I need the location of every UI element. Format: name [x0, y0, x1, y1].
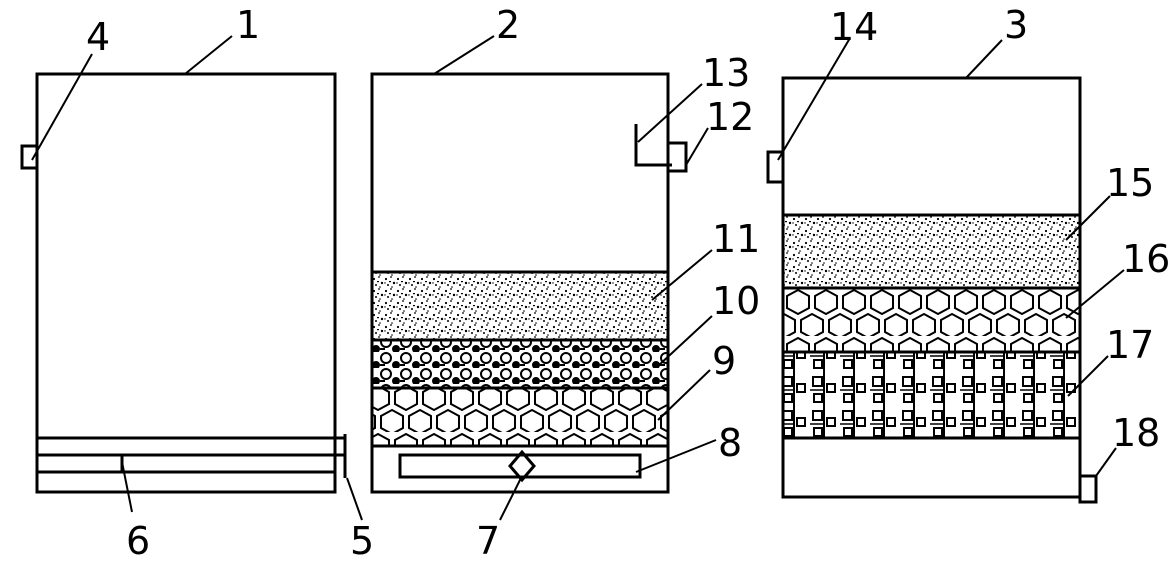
tank-2-overflow-pipe — [634, 124, 672, 167]
label-16: 16 — [1122, 237, 1170, 281]
label-4: 4 — [86, 15, 110, 59]
label-1: 1 — [236, 3, 260, 47]
leader-1 — [184, 35, 233, 75]
tank-2 — [370, 72, 688, 494]
tank-1 — [20, 72, 347, 494]
tank-3-gravel-layer — [783, 215, 1080, 288]
leader-16 — [1065, 269, 1125, 319]
label-9: 9 — [712, 339, 736, 383]
leader-14 — [777, 37, 851, 161]
label-10: 10 — [712, 279, 760, 323]
label-18: 18 — [1112, 411, 1160, 455]
leader-17 — [1067, 355, 1109, 397]
tank-2-aeration-pipe — [398, 453, 642, 479]
label-11: 11 — [712, 217, 760, 261]
tank-3 — [766, 76, 1098, 504]
tank-3-hex-layer — [783, 288, 1080, 352]
label-15: 15 — [1106, 161, 1154, 205]
leader-13 — [637, 83, 703, 143]
tank-3-outlet — [1078, 474, 1098, 504]
leader-lines — [31, 35, 1125, 521]
tank-2-gravel-layer — [372, 272, 668, 340]
label-2: 2 — [496, 3, 520, 47]
label-8: 8 — [718, 421, 742, 465]
label-14: 14 — [830, 5, 878, 49]
tank-2-dense-layer — [372, 340, 668, 388]
leader-12 — [685, 127, 709, 166]
leader-9 — [657, 369, 711, 421]
leader-7 — [499, 475, 523, 521]
tank-2-outlet — [666, 141, 688, 173]
leader-5 — [346, 477, 363, 521]
label-5: 5 — [350, 519, 374, 562]
leader-10 — [657, 315, 713, 367]
label-6: 6 — [126, 519, 150, 562]
label-12: 12 — [706, 95, 754, 139]
leader-2 — [433, 35, 495, 75]
tank-1-body — [35, 72, 337, 494]
number-labels: 1 4 5 6 2 7 8 9 10 11 12 13 14 3 15 16 1… — [86, 3, 1170, 562]
leader-4 — [31, 53, 93, 161]
tank-3-inlet — [766, 150, 785, 184]
label-7: 7 — [476, 519, 500, 562]
tank-2-hex-layer — [372, 388, 668, 446]
leader-8 — [635, 439, 717, 473]
leader-15 — [1065, 195, 1111, 241]
tank-2-body — [370, 72, 670, 494]
leader-6 — [121, 461, 133, 513]
tank-3-square-layer — [783, 352, 1080, 438]
tank-2-aerator — [508, 449, 536, 483]
tank-1-inlet — [20, 144, 39, 170]
label-3: 3 — [1004, 3, 1028, 47]
label-13: 13 — [702, 51, 750, 95]
leader-11 — [651, 249, 713, 301]
leader-3 — [965, 39, 1003, 79]
label-17: 17 — [1106, 323, 1154, 367]
leader-18 — [1095, 447, 1117, 477]
